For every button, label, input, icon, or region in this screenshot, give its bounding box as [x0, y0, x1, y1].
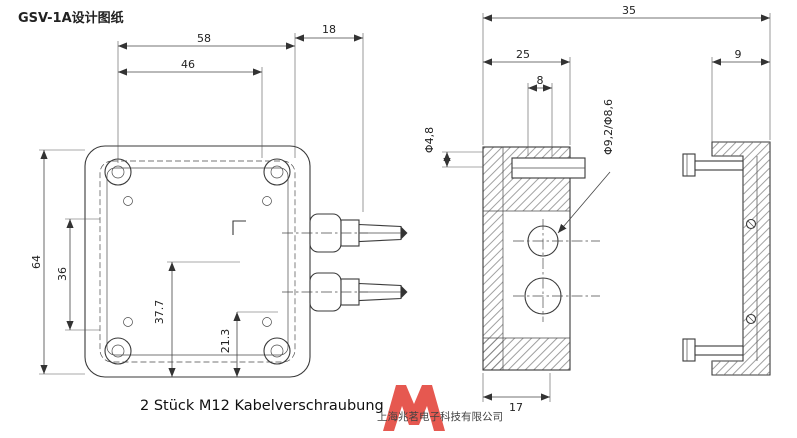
- screw-hole: [270, 344, 284, 358]
- cable-gland-1: [282, 213, 408, 253]
- cable-gland-2: [282, 272, 408, 312]
- gland-boss-side: [511, 157, 586, 179]
- oring-top: [745, 218, 757, 230]
- orientation-mark: [232, 220, 246, 235]
- dim-label-hole2: 21.3: [219, 329, 232, 354]
- screw-shaft: [694, 160, 744, 171]
- screw-shaft: [694, 345, 744, 356]
- hatch-bottom: [483, 338, 570, 370]
- hatch-left-wall: [483, 211, 503, 370]
- dim-label-small-hole: Φ4,8: [423, 127, 436, 153]
- screw-head: [682, 338, 696, 362]
- side-body-outline: [482, 146, 571, 371]
- dim-label-hole1: 37.7: [153, 300, 166, 325]
- watermark-logo: [383, 385, 445, 431]
- oring-mark: [747, 315, 755, 323]
- hatch-top: [483, 147, 570, 211]
- dim-label-outer-width: 58: [197, 32, 211, 45]
- cover-side-view: [682, 141, 771, 376]
- corner-screw-top-left: [104, 158, 133, 206]
- oring-bottom: [745, 313, 757, 325]
- dim-label-inner-width: 46: [181, 58, 195, 71]
- dim-label-boss: 8: [537, 74, 544, 87]
- front-view: [84, 145, 408, 378]
- page-title: GSV-1A设计图纸: [18, 10, 124, 26]
- pilot-hole: [262, 196, 272, 206]
- cable-tip: [401, 226, 408, 240]
- screw-bottom: [682, 338, 744, 362]
- screw-hole: [111, 165, 125, 179]
- dim-label-base: 17: [509, 401, 523, 414]
- cover-hatch: [712, 142, 770, 375]
- watermark: 上海兆茗电子科技有限公司: [377, 385, 503, 431]
- screw-head: [682, 153, 696, 177]
- screw-hole: [111, 344, 125, 358]
- side-view: [482, 146, 600, 371]
- corner-screw-top-right: [262, 158, 291, 206]
- lid-dashed-outline: [99, 160, 296, 363]
- pilot-hole: [123, 196, 133, 206]
- screw-hole: [270, 165, 284, 179]
- screw-counterbore: [263, 158, 291, 186]
- screw-counterbore: [104, 337, 132, 365]
- enclosure-outline: [84, 145, 311, 378]
- dim-label-outer-height: 64: [30, 255, 43, 269]
- oring-mark: [747, 220, 755, 228]
- side-view-dimensions: 35 25 8 Φ4,8 Φ9,2/Φ8,6 9 17: [423, 4, 771, 414]
- corner-screw-bottom-left: [104, 317, 133, 365]
- dim-label-inner-height: 36: [56, 267, 69, 281]
- pilot-hole: [262, 317, 272, 327]
- screw-counterbore: [263, 337, 291, 365]
- cable-tip: [401, 285, 408, 299]
- leader-line-phi92: [557, 171, 611, 234]
- corner-screw-bottom-right: [262, 317, 291, 365]
- caption: 2 Stück M12 Kabelverschraubung: [140, 398, 384, 414]
- dim-label-gland-hole: Φ9,2/Φ8,6: [602, 99, 615, 155]
- pilot-hole: [123, 317, 133, 327]
- dim-label-cover: 9: [735, 48, 742, 61]
- screw-top: [682, 153, 744, 177]
- front-view-dimensions: 58 18 46 64 36 37.7 21.3: [30, 23, 364, 377]
- dim-label-overall: 35: [622, 4, 636, 17]
- dim-label-body: 25: [516, 48, 530, 61]
- watermark-company: 上海兆茗电子科技有限公司: [377, 410, 503, 423]
- dim-label-gland-length: 18: [322, 23, 336, 36]
- inner-wall-outline: [106, 167, 289, 356]
